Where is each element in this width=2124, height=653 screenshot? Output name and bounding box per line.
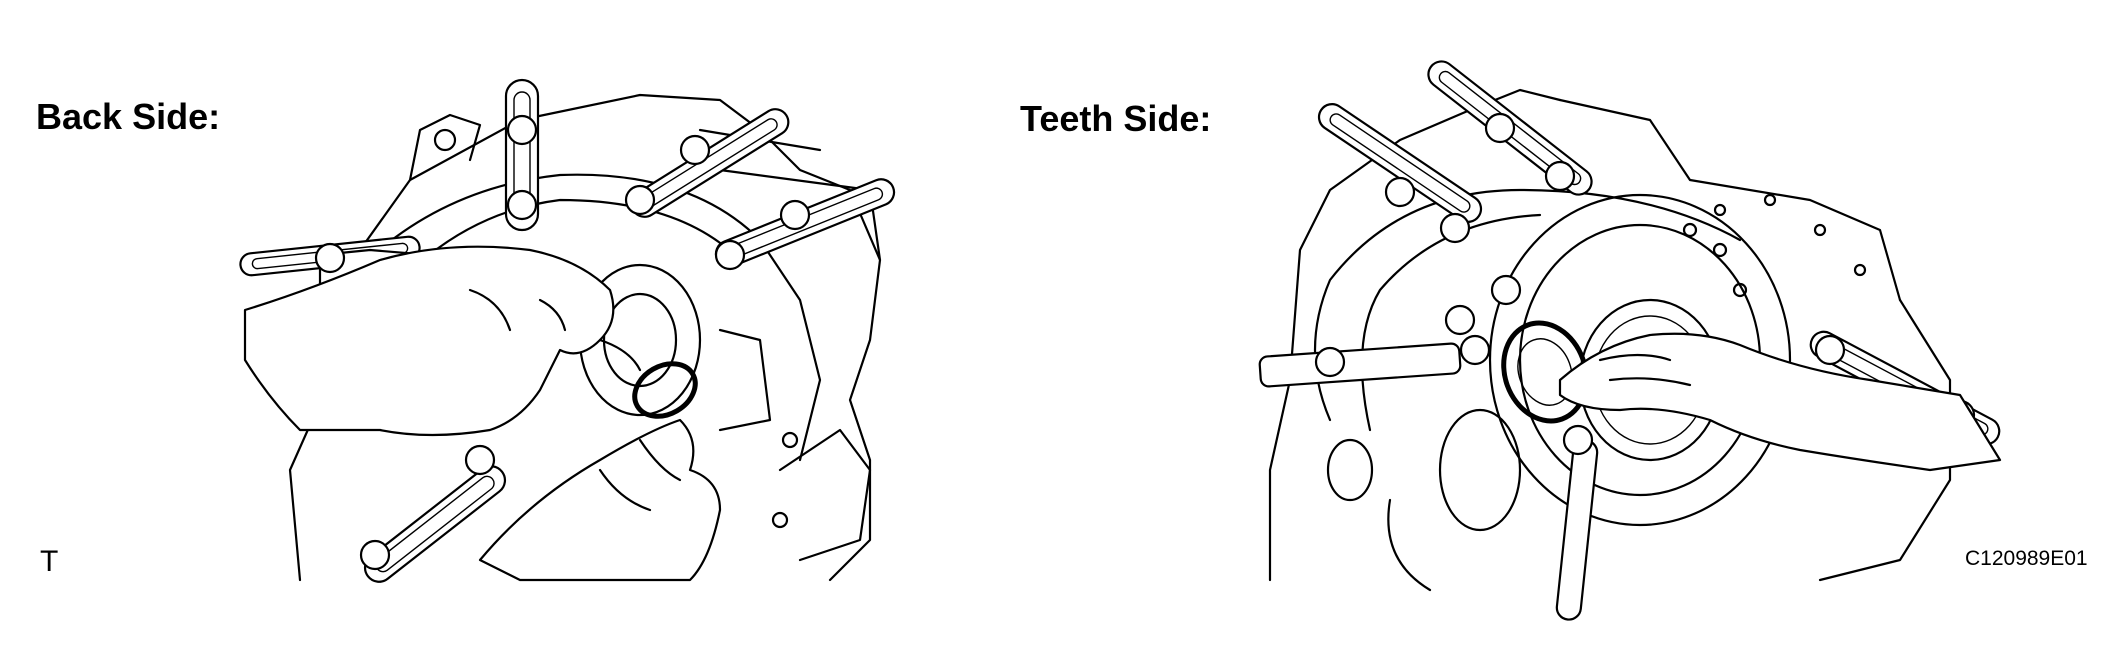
corner-mark: T bbox=[40, 545, 59, 578]
teeth-side-label: Teeth Side: bbox=[1020, 98, 1212, 139]
transaxle-case-outline bbox=[1268, 88, 1952, 592]
back-side-illustration bbox=[239, 78, 896, 583]
right-hand bbox=[478, 418, 722, 582]
right-hand bbox=[1558, 332, 2002, 472]
left-hand bbox=[243, 245, 642, 437]
thrust-washer bbox=[1501, 320, 1589, 424]
figure-code: C120989E01 bbox=[1965, 547, 2088, 570]
back-side-label: Back Side: bbox=[36, 96, 221, 137]
support-bar-bottom bbox=[1555, 439, 1599, 621]
support-bar-bottom bbox=[363, 465, 507, 583]
bolt-heads bbox=[314, 114, 811, 571]
support-bar-left bbox=[1258, 342, 1462, 388]
support-bar-top bbox=[1317, 103, 1483, 223]
teeth-side-illustration bbox=[1258, 60, 2002, 621]
thrust-washer bbox=[632, 361, 698, 419]
